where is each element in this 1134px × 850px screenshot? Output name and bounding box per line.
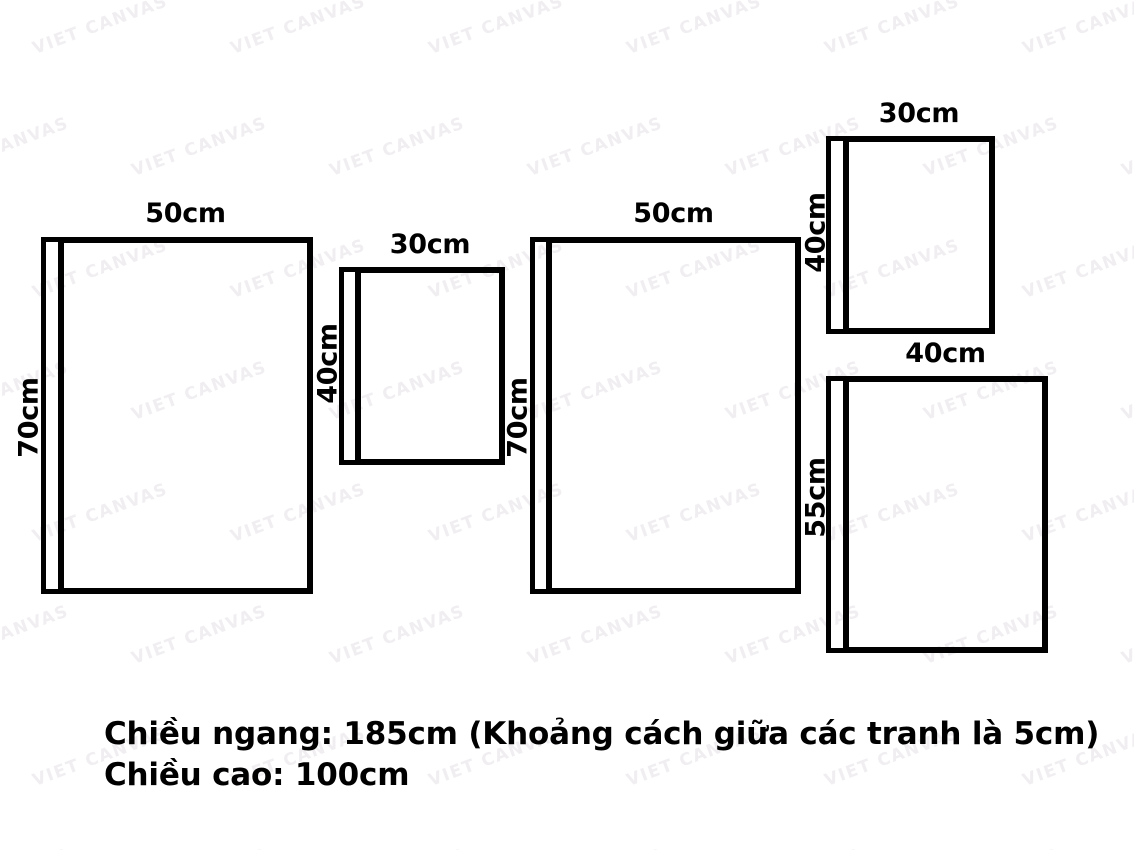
panel-4-frame[interactable] (843, 136, 995, 334)
panel-1-frame[interactable] (58, 237, 313, 594)
panel-4-height-rule (826, 136, 845, 334)
panel-3-height-rule (530, 237, 549, 594)
panel-5-height-label: 55cm (800, 457, 832, 538)
panel-4-height-label: 40cm (800, 192, 832, 273)
panel-5-frame[interactable] (843, 376, 1048, 653)
panel-2-frame[interactable] (355, 267, 505, 465)
panel-1-height-rule (41, 237, 60, 594)
panel-3-width-label: 50cm (633, 198, 714, 229)
panel-1-width-label: 50cm (145, 198, 226, 229)
panel-4-width-label: 30cm (878, 98, 960, 129)
panel-1-height-label: 70cm (13, 377, 45, 458)
caption-line-width: Chiều ngang: 185cm (Khoảng cách giữa các… (104, 716, 1100, 752)
panel-3-height-label: 70cm (502, 377, 534, 458)
caption-line-height: Chiều cao: 100cm (104, 757, 410, 794)
panel-5-height-rule (826, 376, 845, 653)
panel-2-width-label: 30cm (389, 229, 471, 260)
caption-block: Chiều ngang: 185cm (Khoảng cách giữa các… (104, 714, 1099, 796)
panel-2-height-label: 40cm (312, 323, 344, 404)
panel-3-frame[interactable] (546, 237, 801, 594)
panel-2-height-rule (339, 267, 358, 465)
panel-5-width-label: 40cm (905, 338, 986, 369)
